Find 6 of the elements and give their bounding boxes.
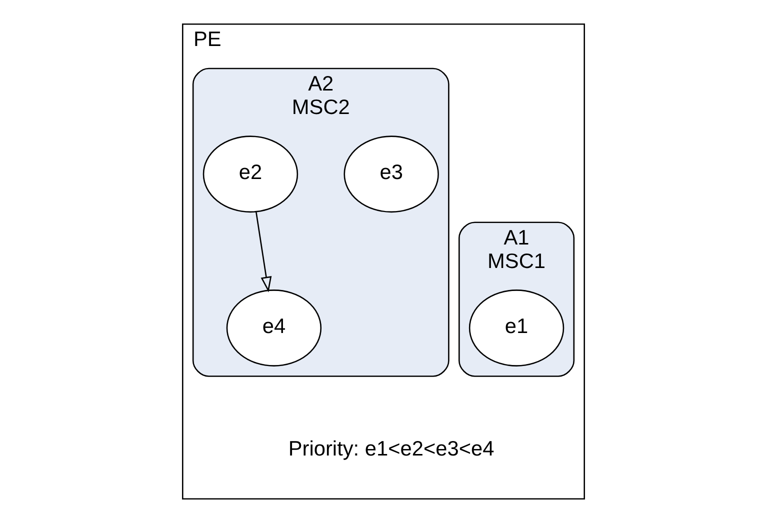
node-ellipse: e1 — [468, 290, 564, 366]
label: Priority: e1<e2<e3<e4 — [288, 438, 494, 461]
node-ellipse: e3 — [343, 136, 438, 213]
arrow — [255, 212, 272, 292]
node-ellipse: e2 — [202, 136, 298, 213]
node-ellipse: e4 — [226, 290, 322, 366]
